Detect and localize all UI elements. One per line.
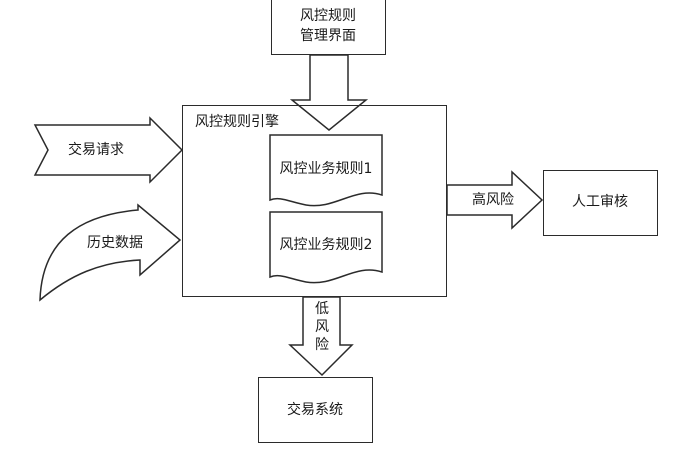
management-ui-line2: 管理界面 bbox=[300, 28, 356, 44]
low-risk-char3: 险 bbox=[315, 337, 329, 353]
management-ui-box: 风控规则 管理界面 bbox=[271, 0, 386, 55]
arrow-low-risk bbox=[288, 296, 354, 377]
trade-system-label: 交易系统 bbox=[287, 402, 343, 418]
rule1-label: 风控业务规则1 bbox=[279, 161, 373, 177]
rule-engine-title: 风控规则引擎 bbox=[195, 114, 279, 130]
transaction-request-label: 交易请求 bbox=[68, 142, 124, 158]
trade-system-box: 交易系统 bbox=[258, 377, 373, 443]
arrow-history-data bbox=[39, 203, 182, 302]
arrow-high-risk bbox=[446, 170, 544, 230]
management-ui-line1: 风控规则 bbox=[300, 8, 356, 24]
manual-review-box: 人工审核 bbox=[543, 170, 658, 236]
history-data-label: 历史数据 bbox=[87, 235, 143, 251]
arrow-management-to-engine bbox=[289, 54, 369, 131]
low-risk-char2: 风 bbox=[315, 319, 329, 335]
rule2-label: 风控业务规则2 bbox=[279, 237, 373, 253]
rule-engine-box bbox=[182, 105, 447, 297]
manual-review-label: 人工审核 bbox=[572, 194, 628, 210]
document-rule1 bbox=[269, 134, 383, 207]
document-rule2 bbox=[269, 211, 383, 284]
low-risk-char1: 低 bbox=[315, 301, 329, 317]
high-risk-label: 高风险 bbox=[472, 192, 514, 208]
arrow-transaction-request bbox=[33, 116, 184, 184]
